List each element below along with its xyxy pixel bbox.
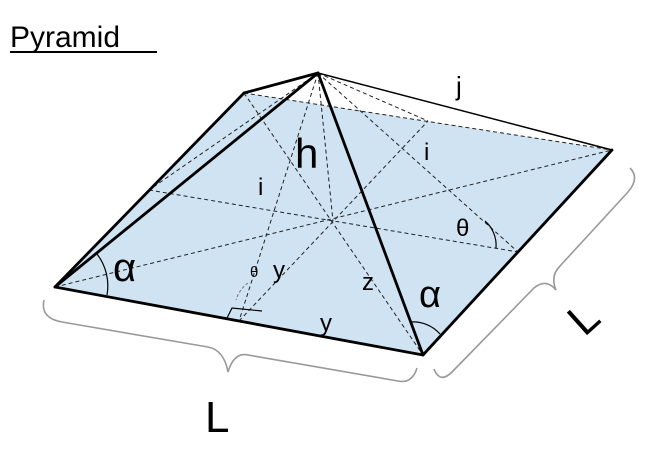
diagram-title: Pyramid: [10, 21, 120, 54]
label-y-base: y: [320, 310, 332, 337]
theta-small-arc: [235, 282, 249, 301]
label-i-back: i: [424, 139, 429, 166]
label-h: h: [295, 130, 318, 177]
label-i-front: i: [258, 174, 263, 201]
label-L-right: L: [558, 292, 609, 345]
front-length-brace: [42, 299, 418, 383]
label-theta-right: θ: [456, 215, 469, 242]
label-L-front: L: [205, 393, 229, 442]
label-alpha-right: α: [419, 274, 441, 316]
theta-right-arc: [484, 220, 497, 249]
label-alpha-left: α: [113, 246, 136, 290]
label-z: z: [362, 269, 374, 296]
right-length-brace: [433, 167, 636, 379]
base-face: [55, 93, 612, 355]
label-theta-small: θ: [250, 264, 258, 281]
label-j: j: [455, 71, 462, 101]
visible-edges: [53, 71, 614, 357]
right-angle-marker: [225, 307, 263, 321]
alpha-left-arc: [96, 253, 109, 296]
alpha-right-arc: [409, 321, 441, 335]
label-y-inner: y: [273, 257, 285, 284]
